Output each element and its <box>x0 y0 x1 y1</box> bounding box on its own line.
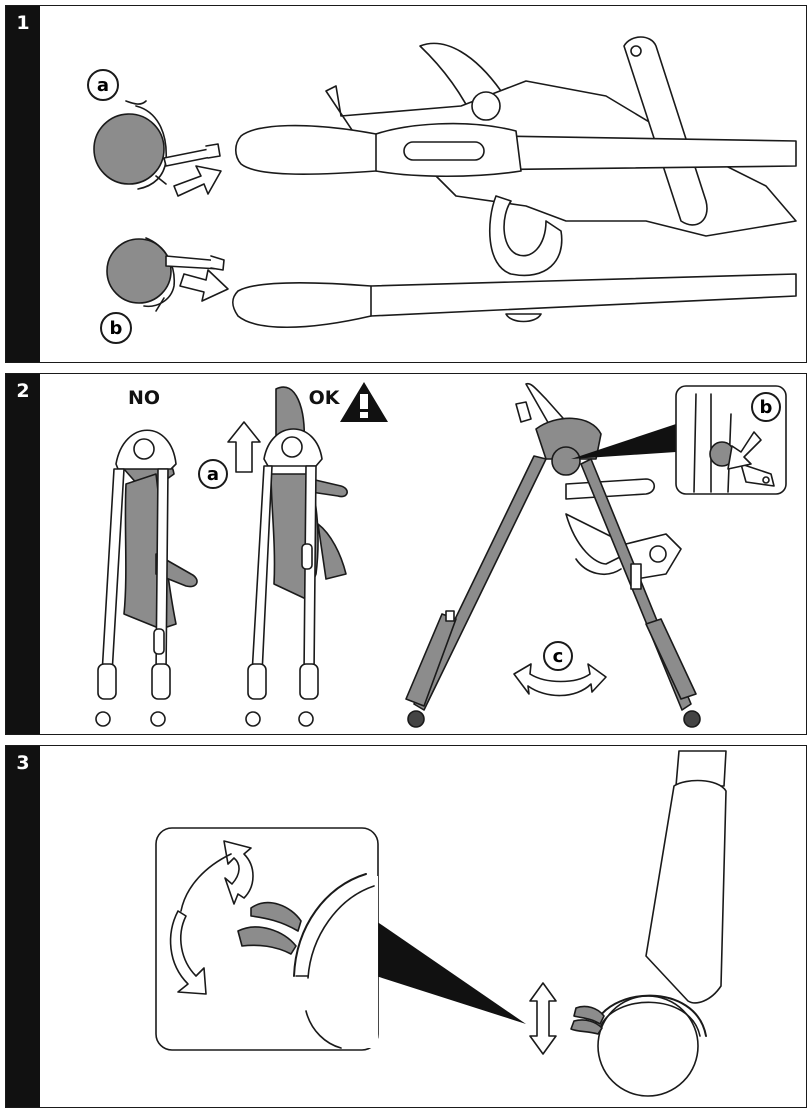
step-number-strip: 1 <box>6 6 40 362</box>
callout-b-letter: b <box>110 318 123 339</box>
rotate-arrow-icon <box>223 840 254 905</box>
push-arrow-icon <box>179 269 229 302</box>
magnifier-pointer <box>376 921 526 1024</box>
up-down-arrow-icon <box>529 982 557 1055</box>
magnifier-inset <box>155 827 379 1051</box>
step-1-panel: 1 <box>5 5 807 363</box>
rotate-arrow-icon <box>513 663 607 697</box>
callout-c <box>543 641 573 671</box>
callout-c-letter: c <box>553 646 564 667</box>
callout-b <box>751 392 781 422</box>
lower-leg-tube <box>231 273 797 329</box>
callout-b-letter: b <box>760 397 773 418</box>
warning-triangle-icon <box>340 382 388 422</box>
folded-chair-no <box>95 429 198 727</box>
backrest-upper <box>623 36 708 226</box>
press-arrow-icon <box>727 431 762 470</box>
leg-tube <box>675 750 727 787</box>
step-number: 3 <box>16 752 30 774</box>
step-number-strip: 2 <box>6 374 40 734</box>
step-3-illustration <box>155 750 727 1097</box>
step-1-illustration: a b <box>87 36 797 344</box>
step-number-strip: 3 <box>6 746 40 1107</box>
step-number: 1 <box>16 12 30 34</box>
brake-lever-alt <box>237 926 297 955</box>
callout-a-letter: a <box>207 464 219 485</box>
magnifier-pointer <box>571 424 676 459</box>
wheel-a <box>93 100 221 190</box>
foot-loop <box>488 195 563 277</box>
up-arrow-icon <box>227 421 261 473</box>
step-3-panel: 3 <box>5 745 807 1108</box>
step-2-illustration: NO OK <box>95 382 787 728</box>
leg-cover <box>645 779 727 1004</box>
step-2-panel: 2 NO OK <box>5 373 807 735</box>
brake-lever <box>573 1005 605 1025</box>
push-arrow-icon <box>173 165 222 197</box>
step-number: 2 <box>16 380 30 402</box>
label-no: NO <box>128 387 160 409</box>
callout-b <box>100 312 132 344</box>
callout-a <box>198 459 228 489</box>
wheel-b <box>106 237 225 312</box>
label-ok: OK <box>309 387 341 409</box>
callout-a <box>87 69 119 101</box>
folded-chair-ok <box>245 386 348 727</box>
unfolded-chair <box>405 382 701 728</box>
brake-lever <box>250 902 302 932</box>
callout-a-letter: a <box>97 75 109 96</box>
